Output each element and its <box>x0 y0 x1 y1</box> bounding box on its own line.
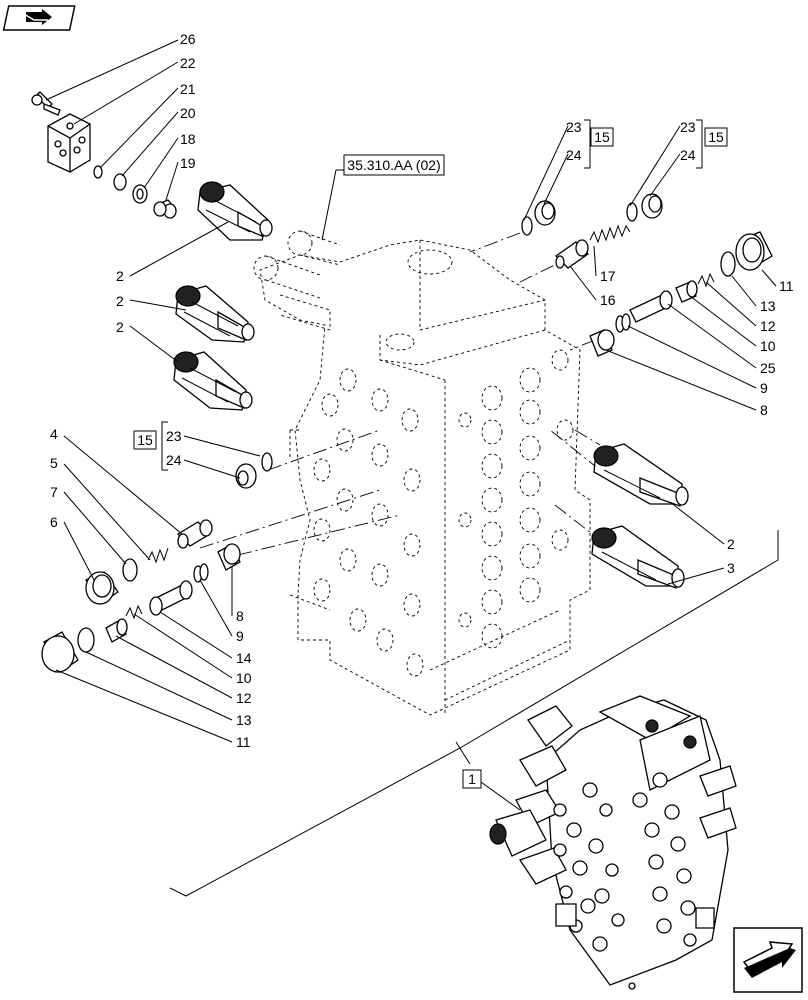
callout-18: 18 <box>180 131 196 147</box>
callout-21: 21 <box>180 81 196 97</box>
part-23-o-ring-b <box>626 202 638 222</box>
part-17-spring <box>589 224 631 244</box>
callout-23-c: 23 <box>166 428 182 444</box>
kit-box-15-c[interactable]: 15 <box>133 430 157 450</box>
kit-box-15-a[interactable]: 15 <box>590 127 614 147</box>
svg-text:1: 1 <box>468 771 476 787</box>
reference-box-35-310-aa[interactable]: 35.310.AA (02) <box>343 154 445 176</box>
callout-22: 22 <box>180 55 196 71</box>
assembled-valve-detail <box>489 695 737 990</box>
svg-text:15: 15 <box>594 129 610 145</box>
callout-8-right: 8 <box>760 402 768 418</box>
part-10-piston-left <box>105 618 128 643</box>
kit-brackets <box>161 119 703 471</box>
part-9-spring-right <box>615 313 631 333</box>
part-2-relief-valve-mid <box>175 285 255 343</box>
part-8-seat-right <box>589 329 615 357</box>
callout-11-left: 11 <box>236 734 251 750</box>
part-12-spring-right <box>697 272 715 288</box>
callout-25: 25 <box>760 360 776 376</box>
part-5-spring <box>147 547 169 564</box>
callout-20: 20 <box>180 105 196 121</box>
detail-box-1[interactable]: 1 <box>462 769 521 811</box>
part-6-plug <box>85 571 119 605</box>
part-11-plug-left <box>41 631 79 673</box>
callout-2-a: 2 <box>116 268 124 284</box>
part-24-plug-b <box>641 193 663 219</box>
callout-13-right: 13 <box>760 298 776 314</box>
part-2-relief-valve-low <box>173 351 253 411</box>
callout-2-c: 2 <box>116 319 124 335</box>
part-26-plug-screw <box>31 91 61 116</box>
part-8-seat-left <box>217 543 241 571</box>
callout-17: 17 <box>600 268 616 284</box>
callout-26: 26 <box>180 31 196 47</box>
part-13-o-ring-right <box>720 251 736 277</box>
callout-3: 3 <box>727 560 735 576</box>
callout-10-right: 10 <box>760 338 776 354</box>
next-page-arrow-icon[interactable] <box>733 927 803 993</box>
svg-text:15: 15 <box>137 432 153 448</box>
part-19-plug <box>153 199 177 219</box>
detail-separator <box>169 530 779 897</box>
callout-12-left: 12 <box>236 690 252 706</box>
callout-9-right: 9 <box>760 380 768 396</box>
callout-2-d: 2 <box>727 536 735 552</box>
centerlines <box>199 232 601 556</box>
leader-lines <box>45 39 777 743</box>
part-12-spring-left <box>125 604 143 620</box>
callout-4: 4 <box>50 426 58 442</box>
callout-19: 19 <box>180 155 196 171</box>
callout-23-a: 23 <box>566 119 582 135</box>
part-21-o-ring <box>93 165 103 179</box>
callout-2-b: 2 <box>116 293 124 309</box>
part-13-o-ring-left <box>77 627 95 653</box>
callout-14: 14 <box>236 650 252 666</box>
part-2-relief-valve-top <box>197 181 273 241</box>
valve-body-outline <box>253 230 591 716</box>
part-7-o-ring <box>122 558 138 582</box>
callout-24-a: 24 <box>566 147 582 163</box>
part-11-plug-right <box>735 231 773 271</box>
callout-24-c: 24 <box>166 452 182 468</box>
callout-24-b: 24 <box>680 147 696 163</box>
callout-8-left: 8 <box>236 608 244 624</box>
kit-box-15-b[interactable]: 15 <box>704 127 728 147</box>
part-25-sleeve <box>629 290 673 323</box>
part-24-plug-a <box>534 200 556 226</box>
part-22-cover-plate <box>47 113 91 173</box>
callout-13-left: 13 <box>236 712 252 728</box>
svg-text:15: 15 <box>708 129 724 145</box>
part-14-sleeve <box>149 580 193 616</box>
part-23-o-ring-a <box>521 216 533 236</box>
callout-11-right: 11 <box>779 278 794 294</box>
callout-10-left: 10 <box>236 670 252 686</box>
part-20-o-ring <box>113 173 127 191</box>
part-16-poppet <box>554 239 590 269</box>
callout-12-right: 12 <box>760 318 776 334</box>
part-9-spring-left <box>193 563 209 583</box>
left-port-column <box>313 368 424 677</box>
callout-9-left: 9 <box>236 628 244 644</box>
callout-23-b: 23 <box>680 119 696 135</box>
callout-5: 5 <box>50 455 58 471</box>
part-24-plug-c <box>235 463 257 489</box>
part-23-o-ring-c <box>261 452 273 472</box>
callout-7: 7 <box>50 484 58 500</box>
book-arrow-icon[interactable] <box>2 5 76 31</box>
front-port-grid <box>458 349 574 649</box>
callout-16: 16 <box>600 292 616 308</box>
part-2-relief-valve-right <box>593 443 689 507</box>
callout-6: 6 <box>50 514 58 530</box>
callout-labels: 26 22 21 20 18 19 2 2 2 23 24 23 24 17 1… <box>50 31 794 750</box>
part-3-relief-valve <box>591 525 685 589</box>
part-18-seat <box>132 184 148 204</box>
svg-text:35.310.AA (02): 35.310.AA (02) <box>347 157 440 173</box>
part-4-poppet <box>176 519 213 549</box>
